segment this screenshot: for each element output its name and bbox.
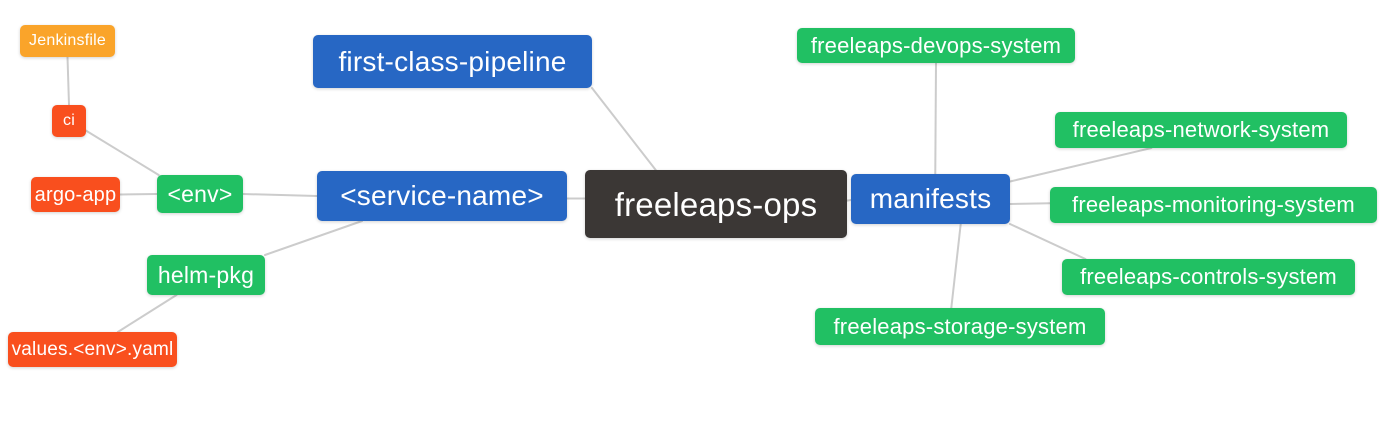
node-first-class-pipeline[interactable]: first-class-pipeline <box>313 35 592 88</box>
node-label: <service-name> <box>340 180 544 211</box>
node-label: freeleaps-storage-system <box>833 313 1087 339</box>
node-label: <env> <box>167 180 233 207</box>
node-storage-system[interactable]: freeleaps-storage-system <box>815 308 1105 345</box>
node-label: freeleaps-monitoring-system <box>1072 192 1355 217</box>
node-label: helm-pkg <box>157 261 255 288</box>
node-jenkinsfile[interactable]: Jenkinsfile <box>20 25 115 57</box>
node-label: freeleaps-ops <box>614 185 818 223</box>
node-label: first-class-pipeline <box>338 45 567 77</box>
node-label: freeleaps-network-system <box>1072 117 1330 142</box>
node-controls-system[interactable]: freeleaps-controls-system <box>1062 259 1355 295</box>
node-label: values.<env>.yaml <box>11 339 174 360</box>
node-label: freeleaps-controls-system <box>1080 264 1337 289</box>
node-label: manifests <box>869 183 992 214</box>
node-env[interactable]: <env> <box>157 175 243 213</box>
node-argo-app[interactable]: argo-app <box>31 177 120 212</box>
node-ci[interactable]: ci <box>52 105 86 137</box>
node-label: ci <box>63 112 75 129</box>
node-helm-pkg[interactable]: helm-pkg <box>147 255 265 295</box>
node-service-name[interactable]: <service-name> <box>317 171 567 221</box>
node-monitoring-system[interactable]: freeleaps-monitoring-system <box>1050 187 1377 223</box>
node-label: argo-app <box>34 183 117 206</box>
node-values-env-yaml[interactable]: values.<env>.yaml <box>8 332 177 367</box>
node-network-system[interactable]: freeleaps-network-system <box>1055 112 1347 148</box>
node-devops-system[interactable]: freeleaps-devops-system <box>797 28 1075 63</box>
node-manifests[interactable]: manifests <box>851 174 1010 224</box>
node-freeleaps-ops[interactable]: freeleaps-ops <box>585 170 847 238</box>
node-label: Jenkinsfile <box>29 32 106 49</box>
node-label: freeleaps-devops-system <box>810 32 1062 58</box>
